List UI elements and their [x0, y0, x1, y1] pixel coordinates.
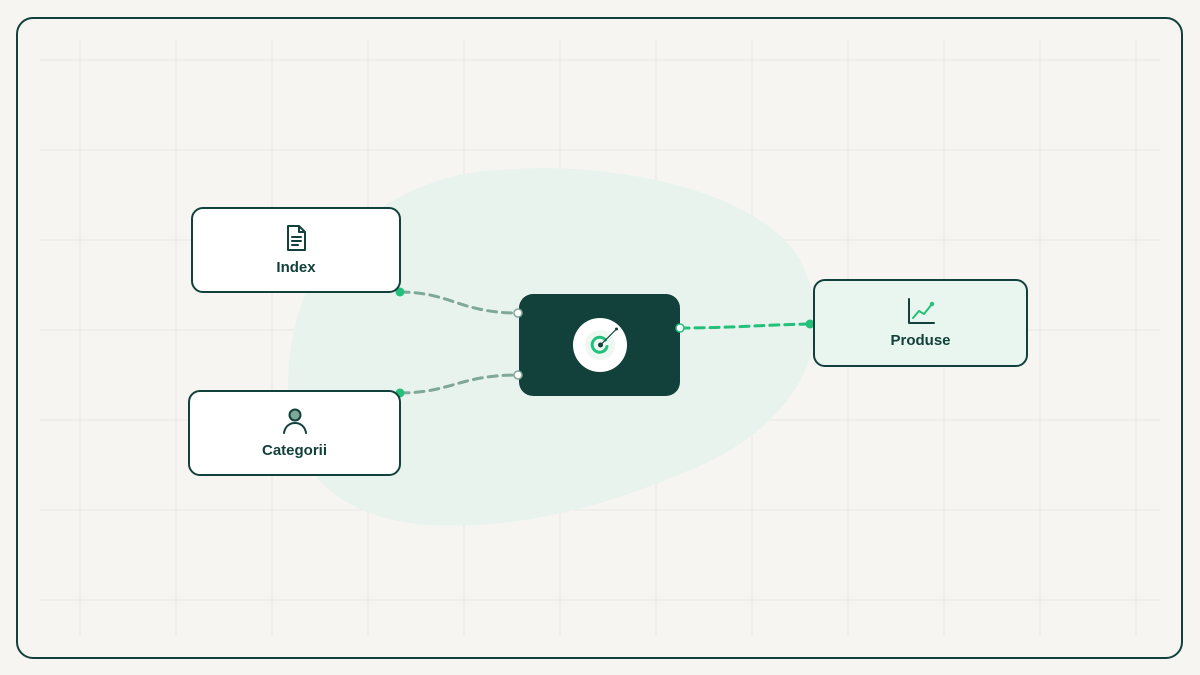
node-index-label: Index — [276, 259, 316, 276]
edge-categorii-to-hub — [398, 373, 520, 395]
edge-hub-to-produse — [678, 322, 812, 330]
node-index[interactable]: Index — [191, 207, 401, 293]
port-produse-in[interactable] — [805, 319, 815, 329]
port-hub-in-top[interactable] — [513, 308, 523, 318]
user-icon — [282, 408, 307, 434]
line-chart-icon — [907, 298, 935, 324]
node-categorii[interactable]: Categorii — [188, 390, 401, 476]
port-hub-in-bottom[interactable] — [513, 370, 523, 380]
port-hub-out[interactable] — [675, 323, 685, 333]
document-icon — [287, 225, 306, 251]
edge-index-to-hub — [398, 290, 520, 315]
node-produse[interactable]: Produse — [813, 279, 1028, 367]
port-index-out[interactable] — [395, 287, 405, 297]
target-icon — [572, 318, 627, 372]
node-hub[interactable] — [519, 294, 680, 396]
node-categorii-label: Categorii — [261, 442, 327, 459]
node-produse-label: Produse — [890, 332, 951, 349]
